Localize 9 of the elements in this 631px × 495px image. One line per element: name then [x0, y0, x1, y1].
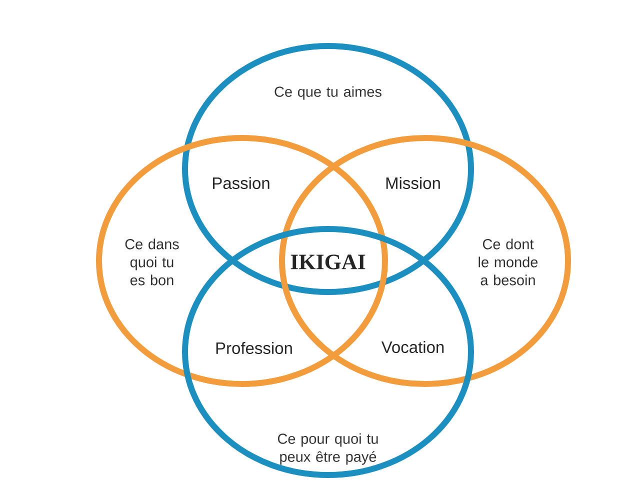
overlap-label: Mission: [386, 176, 440, 190]
region-text: Ce dans quoi tu es bon: [125, 238, 179, 286]
overlap-label: Passion: [213, 176, 270, 190]
region-text: Ce pour quoi tu peux être payé: [278, 433, 378, 465]
overlap-label: Vocation: [381, 340, 444, 354]
title-text: IKIGAI: [290, 254, 366, 270]
region-text: Ce que tu aimes: [274, 86, 382, 100]
region-text: Ce dont le monde a besoin: [478, 238, 538, 286]
overlap-label: Profession: [216, 342, 292, 354]
